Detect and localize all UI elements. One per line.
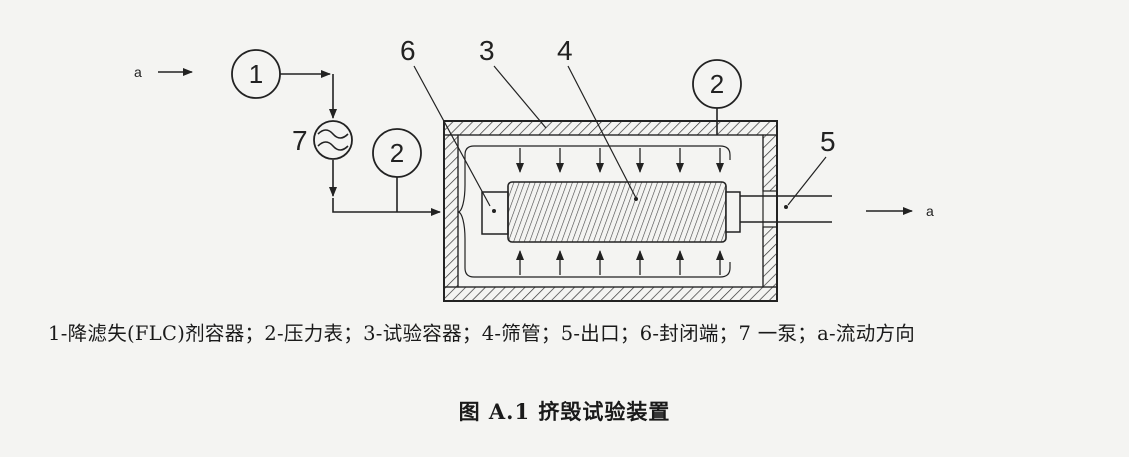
inlet-pressure-gauge-symbol: 2 bbox=[372, 128, 422, 212]
component-2-number-inlet: 2 bbox=[390, 138, 404, 168]
outlet-pipe bbox=[740, 195, 832, 223]
leader-4 bbox=[567, 65, 637, 199]
pump-symbol: 7 bbox=[292, 120, 353, 160]
flow-path-bottom bbox=[457, 211, 731, 278]
pipe-to-container bbox=[332, 198, 441, 216]
flow-in-label: a bbox=[134, 64, 142, 80]
component-2-number-container: 2 bbox=[710, 69, 724, 99]
leader-3 bbox=[493, 65, 547, 129]
component-1-number: 1 bbox=[249, 59, 263, 89]
component-7-number: 7 bbox=[292, 125, 308, 156]
container-pressure-gauge-symbol: 2 bbox=[692, 59, 742, 135]
component-5-number: 5 bbox=[820, 126, 836, 157]
apparatus-diagram: a 1 7 2 bbox=[134, 35, 934, 302]
flow-path-top bbox=[457, 145, 731, 213]
leader-6 bbox=[413, 65, 491, 207]
component-3-number: 3 bbox=[479, 35, 495, 66]
flc-container-symbol: 1 bbox=[231, 49, 281, 99]
test-container bbox=[443, 120, 778, 302]
legend-text: 1-降滤失(FLC)剂容器；2-压力表；3-试验容器；4-筛管；5-出口；6-封… bbox=[48, 322, 916, 345]
component-6-number: 6 bbox=[400, 35, 416, 66]
leader-5 bbox=[787, 156, 827, 206]
inflow-arrows-top bbox=[516, 148, 724, 173]
inflow-arrows-bottom bbox=[516, 250, 724, 275]
screen-pipe bbox=[507, 181, 741, 243]
flow-out-label: a bbox=[926, 203, 934, 219]
figure-caption: 图 A.1 挤毁试验装置 bbox=[458, 399, 671, 424]
component-4-number: 4 bbox=[557, 35, 573, 66]
